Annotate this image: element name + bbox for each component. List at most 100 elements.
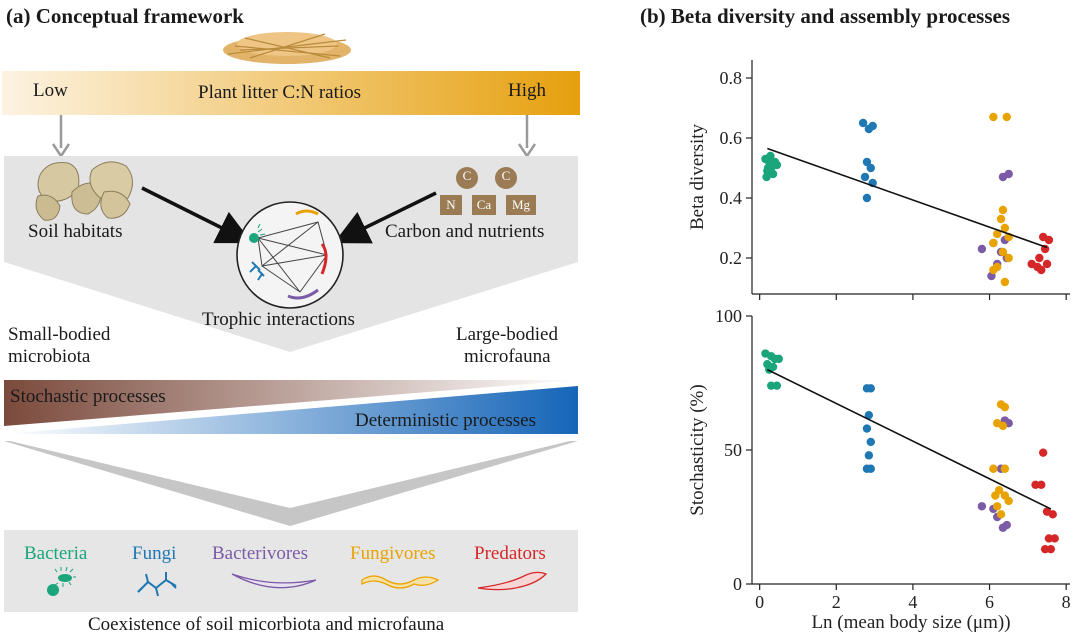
y-tick-label: 100 — [715, 306, 742, 326]
data-point-fungi — [866, 464, 875, 473]
carbon-nutrients-label: Carbon and nutrients — [385, 221, 545, 242]
group-bacteria-label: Bacteria — [24, 543, 88, 564]
data-point-bacteria — [761, 154, 770, 164]
y-axis-label: Stochasticity (%) — [687, 384, 708, 515]
data-point-bacterivores — [989, 504, 998, 514]
litter-cn-gradient-bar — [2, 71, 580, 115]
high-label: High — [508, 80, 546, 101]
stochastic-gradient-bar — [4, 380, 578, 426]
data-point-bacteria — [762, 172, 771, 182]
data-point-fungivores — [989, 112, 998, 122]
data-point-predators — [1040, 244, 1050, 254]
data-point-bacterivores — [996, 247, 1006, 257]
data-point-fungi — [862, 424, 872, 433]
data-point-fungi — [868, 121, 877, 131]
stochastic-label: Stochastic processes — [10, 386, 166, 407]
data-point-fungivores — [989, 464, 998, 473]
panel-b-title: (b) Beta diversity and assembly processe… — [640, 4, 1011, 28]
data-point-predators — [1038, 232, 1048, 242]
data-point-bacterivores — [989, 238, 998, 248]
panel-a-title: (a) Conceptual framework — [6, 4, 244, 28]
data-point-bacterivores — [977, 244, 987, 254]
data-point-bacterivores — [1000, 235, 1010, 245]
data-point-bacterivores — [1004, 169, 1013, 179]
data-point-fungivores — [998, 421, 1008, 431]
data-point-bacterivores — [987, 271, 996, 281]
data-point-bacteria — [766, 163, 776, 173]
data-point-fungivores — [1004, 496, 1013, 506]
data-point-fungivores — [998, 247, 1008, 257]
nutrient-n: N — [446, 197, 456, 212]
bacteria-icon — [47, 566, 76, 596]
deterministic-label: Deterministic processes — [355, 410, 536, 431]
y-tick-label: 0.6 — [720, 128, 743, 148]
data-point-predators — [1044, 235, 1054, 245]
data-point-bacteria — [774, 354, 784, 364]
nutrient-c1: C — [462, 168, 472, 183]
data-point-fungivores — [1000, 491, 1010, 500]
data-point-fungi — [860, 172, 870, 182]
nutrient-icons — [440, 167, 536, 215]
arrow-nutrients-to-web — [333, 191, 437, 244]
data-point-fungi — [866, 163, 875, 173]
nutrient-c2: C — [501, 168, 511, 183]
data-point-fungivores — [989, 265, 998, 275]
data-point-bacteria — [768, 169, 778, 179]
y-tick-label: 50 — [724, 440, 742, 460]
nutrient-ca: Ca — [476, 197, 492, 212]
y-axis-label: Beta diversity — [687, 123, 708, 230]
data-point-fungi — [864, 124, 874, 134]
nutrient-mg: Mg — [511, 197, 531, 212]
group-fungi-label: Fungi — [132, 543, 177, 564]
data-point-fungivores — [993, 262, 1002, 272]
microbiota-label: microbiota — [8, 346, 91, 367]
trophic-interactions-label: Trophic interactions — [202, 309, 355, 330]
data-point-predators — [1035, 253, 1044, 263]
data-point-bacterivores — [993, 259, 1002, 269]
data-point-bacteria — [766, 352, 776, 361]
data-point-bacteria — [772, 381, 782, 390]
data-point-fungivores — [1000, 464, 1010, 473]
microfauna-label: microfauna — [464, 346, 551, 367]
data-point-fungivores — [993, 229, 1002, 239]
data-point-fungivores — [1000, 402, 1010, 412]
data-point-bacteria — [763, 360, 772, 369]
fungi-icon — [137, 572, 177, 597]
deterministic-gradient-bar — [4, 386, 578, 434]
data-point-bacteria — [763, 163, 773, 173]
data-point-fungivores — [996, 400, 1006, 409]
data-point-fungi — [866, 437, 875, 447]
data-point-fungivores — [989, 238, 998, 248]
data-point-fungivores — [993, 502, 1002, 511]
arrow-habitats-to-web — [141, 186, 253, 244]
food-web-icon — [236, 201, 344, 309]
data-point-fungivores — [994, 486, 1004, 495]
large-bodied-label: Large-bodied — [456, 324, 558, 345]
x-tick-label: 8 — [1062, 592, 1071, 612]
data-point-bacterivores — [1004, 419, 1013, 428]
data-point-fungi — [862, 384, 872, 393]
data-point-fungi — [862, 157, 872, 167]
data-point-fungivores — [996, 510, 1006, 519]
bacterivores-icon — [231, 573, 317, 589]
data-point-bacterivores — [1002, 253, 1011, 263]
group-fungivores-label: Fungivores — [350, 543, 436, 564]
down-arrows — [51, 115, 537, 159]
data-point-fungivores — [1004, 253, 1013, 263]
data-point-bacteria — [770, 157, 780, 167]
data-point-bacterivores — [977, 502, 987, 511]
data-point-bacterivores — [998, 172, 1008, 182]
data-point-bacterivores — [1000, 416, 1010, 425]
data-point-fungi — [868, 178, 877, 188]
data-point-predators — [1037, 480, 1046, 490]
predators-icon — [477, 571, 548, 591]
data-point-bacteria — [761, 349, 770, 358]
data-point-fungivores — [993, 419, 1002, 428]
data-point-bacteria — [763, 166, 772, 176]
x-axis-label: Ln (mean body size (μm)) — [811, 612, 1010, 633]
data-point-fungivores — [1004, 232, 1013, 242]
coexistence-caption: Coexistence of soil micorbiota and micro… — [88, 614, 445, 635]
group-predators-label: Predators — [474, 543, 546, 564]
data-point-bacterivores — [998, 523, 1008, 532]
data-point-fungi — [858, 118, 868, 128]
